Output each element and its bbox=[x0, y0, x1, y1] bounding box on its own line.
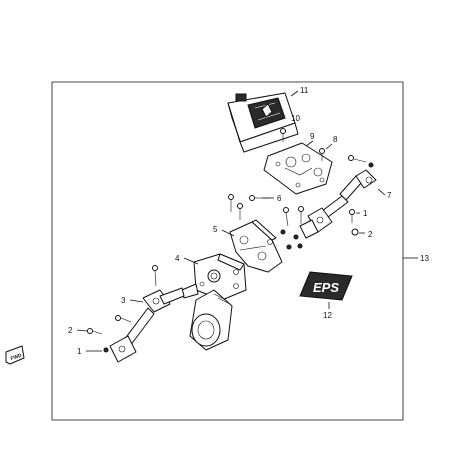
fastener-near-joint bbox=[115, 315, 132, 323]
part-1-2-left-fasteners bbox=[87, 328, 109, 353]
fwd-label: FWD bbox=[10, 353, 23, 362]
part-8-bolt bbox=[319, 148, 325, 161]
callout-1-left: 1 bbox=[77, 347, 82, 356]
part-3-lower-joint bbox=[123, 287, 185, 347]
callout-3: 3 bbox=[121, 296, 126, 305]
middle-universal-joint bbox=[299, 207, 333, 239]
callout-1-right: 1 bbox=[363, 209, 368, 218]
callout-6: 6 bbox=[277, 194, 282, 203]
part-10-bolt bbox=[280, 128, 286, 142]
part-12-eps-decal: EPS bbox=[299, 271, 353, 301]
callout-7: 7 bbox=[387, 191, 392, 200]
part-11-control-module bbox=[227, 92, 299, 153]
bolt-above-gearbox bbox=[152, 265, 158, 287]
callout-13: 13 bbox=[420, 254, 429, 263]
lower-yoke bbox=[109, 335, 137, 363]
fastener-set-a bbox=[228, 194, 304, 250]
eps-decal-label: EPS bbox=[313, 280, 339, 295]
callout-12: 12 bbox=[323, 311, 332, 320]
callout-2-left: 2 bbox=[68, 326, 73, 335]
callout-9: 9 bbox=[310, 132, 315, 141]
fwd-arrow-icon: FWD bbox=[5, 345, 25, 365]
part-1-2-right-fasteners bbox=[349, 209, 359, 236]
callout-2-right: 2 bbox=[368, 230, 373, 239]
callout-10: 10 bbox=[291, 114, 300, 123]
part-4-gearbox-motor bbox=[181, 253, 247, 351]
part-9-bracket-plate bbox=[263, 142, 333, 195]
callout-8: 8 bbox=[333, 135, 338, 144]
frame-border bbox=[51, 81, 404, 421]
callout-4: 4 bbox=[175, 254, 180, 263]
callout-5: 5 bbox=[213, 225, 218, 234]
callout-11: 11 bbox=[300, 86, 309, 95]
part-5-mounting-bracket bbox=[229, 219, 283, 273]
upper-shaft-bolt bbox=[348, 155, 374, 168]
